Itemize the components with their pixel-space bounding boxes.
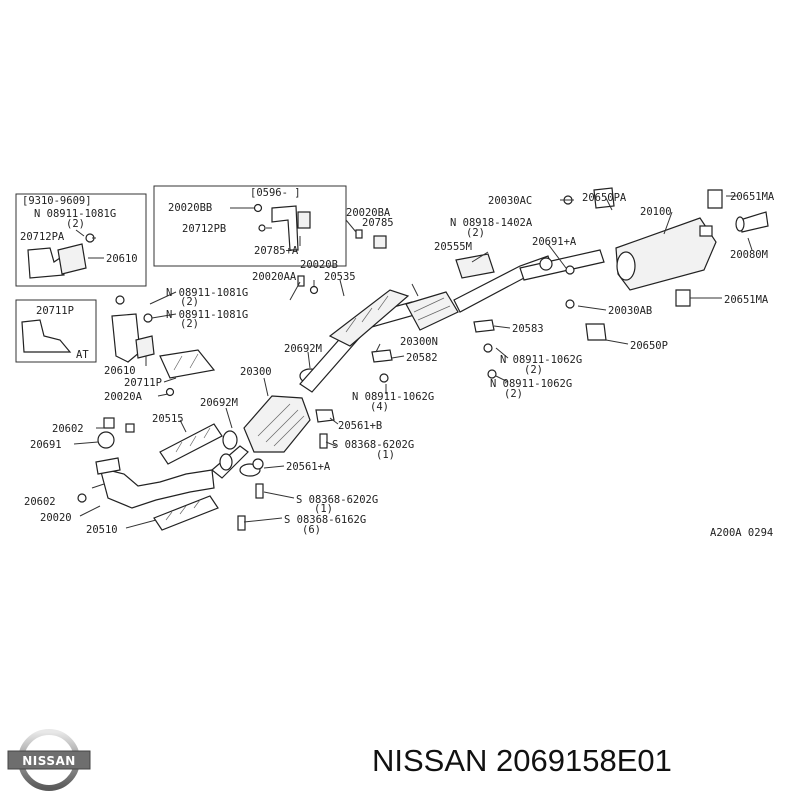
inset-sub-label: AT (76, 349, 89, 361)
part-label: 20535 (324, 271, 356, 283)
part-label: (1) (376, 449, 395, 461)
diagram-code: A200A 0294 (710, 527, 773, 539)
part-label: 20020B (300, 259, 338, 271)
part-label: (1) (314, 503, 333, 515)
part-label: 20300 (240, 366, 272, 378)
part-label: 20583 (512, 323, 544, 335)
part-label: 20080M (730, 249, 768, 261)
part-label: 20510 (86, 524, 118, 536)
part-label: 20691+A (532, 236, 577, 248)
part-label: (6) (302, 524, 321, 536)
part-label: 20020A (104, 391, 143, 403)
leader-lines (73, 195, 753, 529)
logo-text: NISSAN (22, 754, 76, 768)
inset-box-0596: [0596- ] (153, 185, 347, 267)
inset-box-at: 20711P AT (15, 299, 97, 363)
part-label: 20030AC (488, 195, 532, 207)
part-label: 20712PA (20, 231, 65, 243)
part-label: 20692M (200, 397, 238, 409)
part-label: 20711P (124, 377, 162, 389)
part-label: N 08911-1081G (166, 309, 248, 321)
part-label: (2) (504, 388, 523, 400)
part-label: 20582 (406, 352, 438, 364)
part-label: 20020AA (252, 271, 297, 283)
part-label: 20020BA (346, 207, 391, 219)
part-label: (2) (66, 218, 85, 230)
part-label: 20561+B (338, 420, 382, 432)
part-label: 20712PB (182, 223, 226, 235)
part-number: 2069158E01 (496, 743, 672, 778)
part-label: 20602 (24, 496, 56, 508)
part-label: N 08918-1402A (450, 217, 533, 229)
part-label: S 08368-6202G (296, 494, 378, 506)
part-label: (2) (466, 227, 485, 239)
part-label: 20650PA (582, 192, 627, 204)
part-label: 20691 (30, 439, 62, 451)
part-label: N 08911-1062G (490, 378, 572, 390)
part-label: 20300N (400, 336, 438, 348)
exhaust-assembly (77, 187, 769, 531)
part-label: 20602 (52, 423, 84, 435)
part-label: 20785 (362, 217, 394, 229)
part-label: 20020BB (168, 202, 212, 214)
brand-name: NISSAN (372, 743, 488, 778)
part-label: 20650P (630, 340, 668, 352)
part-label: N 08911-1081G (34, 208, 116, 220)
part-label: 20651MA (730, 191, 775, 203)
inset-box-9310-9609: [9310-9609] (15, 193, 147, 287)
inset-date-label: [0596- ] (250, 187, 301, 199)
part-label: N 08911-1062G (352, 391, 434, 403)
part-labels: N 08911-1081G (2) 20712PA 20610 20020BB … (20, 191, 775, 539)
part-label: 20030AB (608, 305, 652, 317)
part-label: S 08368-6202G (332, 439, 414, 451)
part-label: (2) (180, 318, 199, 330)
nissan-logo: NISSAN (7, 729, 91, 791)
part-caption: NISSAN 2069158E01 (372, 738, 672, 784)
part-label: 20515 (152, 413, 184, 425)
part-label: (2) (180, 296, 199, 308)
inset-date-label: [9310-9609] (22, 195, 92, 207)
part-label: 20100 (640, 206, 672, 218)
part-label: 20610 (106, 253, 138, 265)
part-label: 20610 (104, 365, 136, 377)
part-label: (4) (370, 401, 389, 413)
part-label: (2) (524, 364, 543, 376)
part-label: N 08911-1081G (166, 287, 248, 299)
part-label: 20020 (40, 512, 72, 524)
part-label: 20651MA (724, 294, 769, 306)
part-label: 20555M (434, 241, 472, 253)
part-label: 20785+A (254, 245, 299, 257)
part-label: S 08368-6162G (284, 514, 366, 526)
part-label: N 08911-1062G (500, 354, 582, 366)
inset-part-label: 20711P (36, 305, 74, 317)
part-label: 20561+A (286, 461, 331, 473)
part-label: 20692M (284, 343, 322, 355)
